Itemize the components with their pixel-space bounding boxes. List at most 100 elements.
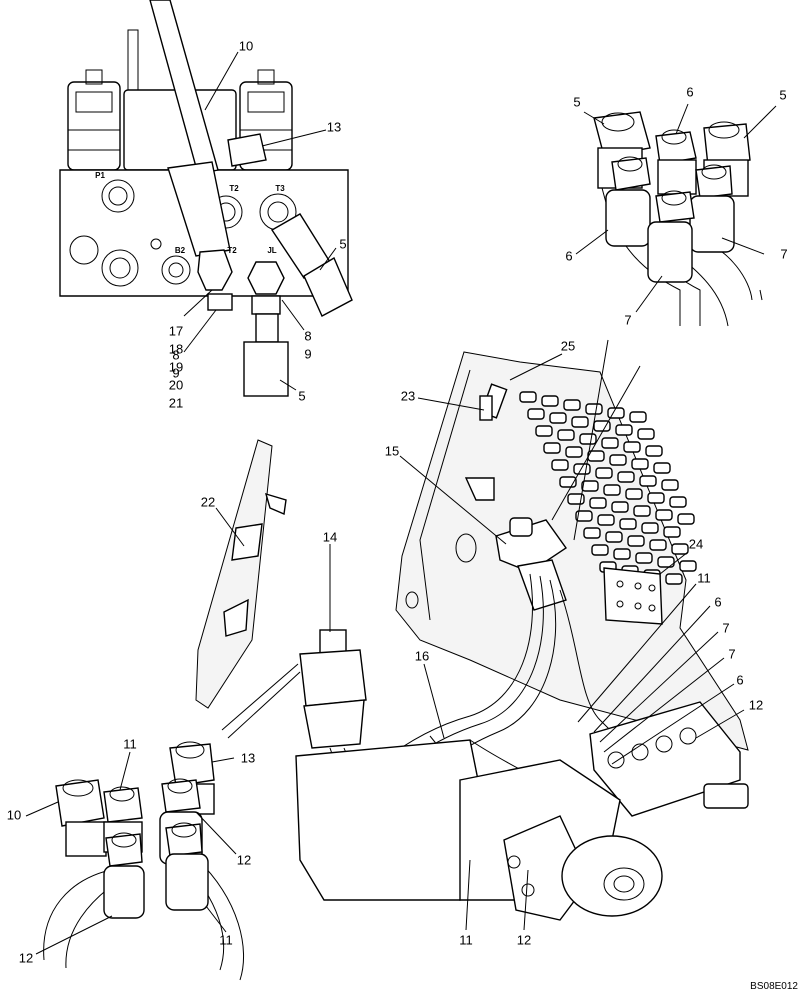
grille-slot [601,437,619,449]
port-label-p1: P1 [95,171,105,180]
callout-7-machine-b: 7 [728,646,736,662]
grille-slot [579,433,597,445]
callout-11-bottom-low: 11 [219,932,233,948]
left-side-panel [195,439,287,709]
grille-slot [629,411,647,423]
grille-slot [603,484,621,496]
callout-18: 18 [168,341,184,357]
grille-slot [593,420,611,432]
fitting-13 [227,133,267,167]
callout-20: 20 [168,377,184,393]
callout-7-bottom: 7 [624,312,632,328]
grille-slot [557,429,575,441]
callout-6-top: 6 [686,84,694,100]
callout-17: 17 [168,323,184,339]
port-label-t2-upper: T2 [229,184,239,193]
grille-slot [633,505,651,517]
hose-5-lower [243,341,289,397]
grille-slot [641,522,659,534]
grille-slot [661,479,679,491]
callout-5-left: 5 [573,94,581,110]
callout-6-machine: 6 [714,594,722,610]
port-b2 [161,255,191,285]
callout-9-right: 9 [304,346,312,362]
callout-12-bottom-right: 12 [236,852,252,868]
grille-slot [563,399,581,411]
grille-slot [583,527,601,539]
callout-13-bottom: 13 [240,750,256,766]
callout-14: 14 [322,529,338,545]
grille-slot [637,428,655,440]
callout-22: 22 [200,494,216,510]
grille-slot [585,403,603,415]
grille-slot [571,416,589,428]
callout-10-hose: 10 [238,38,254,54]
grille-slot [575,510,593,522]
grille-slot [611,501,629,513]
grille-slot [647,492,665,504]
grille-slot [665,573,683,585]
pilot-line-stub [127,29,139,91]
port-p1 [101,179,135,213]
hex-fitting-8 [247,261,285,295]
grille-slot [549,412,567,424]
hydrostatic-pump [295,739,663,921]
port-label-b2: B2 [174,246,186,255]
grille-slot [645,445,663,457]
grille-slot [635,552,653,564]
machine-leader-lines [215,353,745,931]
callout-16: 16 [414,648,430,664]
adapter-9 [255,313,279,343]
grille-slot [609,454,627,466]
fitting-6-top [655,129,697,195]
grille-slot [669,496,687,508]
grille-slot [619,518,637,530]
grille-slot [541,395,559,407]
port-label-t2-lower: T2 [227,246,237,255]
bottom-left-fitting-group [25,741,245,981]
callout-13-fitting: 13 [326,119,342,135]
callout-5-right: 5 [779,87,787,103]
callout-12-valve: 12 [748,697,764,713]
pilot-valve-14 [221,629,367,749]
callout-24: 24 [688,536,704,552]
grille-slot [649,539,667,551]
grille-slot [551,459,569,471]
hose-10 [149,0,219,175]
fitting-10 [55,779,107,857]
grille-slot [567,493,585,505]
callout-7-right: 7 [780,246,788,262]
control-valve-12 [589,701,749,817]
bracket-tab [464,477,495,501]
callout-6-left: 6 [565,248,573,264]
plug-small [150,238,162,250]
callout-12-pump: 12 [516,932,532,948]
grille-slot [623,441,641,453]
fitting-8-lower-right [251,295,281,315]
grille-slot [519,391,537,403]
callout-25: 25 [560,338,576,354]
callout-19: 19 [168,359,184,375]
callout-5-hose-right: 5 [339,236,347,252]
callout-11-bottom-top: 11 [123,736,137,752]
grille-slot [663,526,681,538]
callout-11-machine-top: 11 [697,570,711,586]
grille-slot [581,480,599,492]
hose-crimp-17 [167,161,231,257]
callout-23: 23 [400,388,416,404]
callout-10-bottom: 10 [6,807,22,823]
grille-slot [589,497,607,509]
callout-5-hose-lower: 5 [298,388,306,404]
left-solenoid-coil [67,69,121,171]
fitting-12-left [103,832,145,919]
grille-slot [597,514,615,526]
swivel-nut-17 [197,249,233,291]
port-left-small [69,235,99,265]
fitting-7-right [689,164,735,253]
callout-7-machine-a: 7 [722,620,730,636]
grille-slot [565,446,583,458]
decal-22 [231,523,263,561]
grille-slots [519,391,697,585]
callout-6-machine-b: 6 [736,672,744,688]
